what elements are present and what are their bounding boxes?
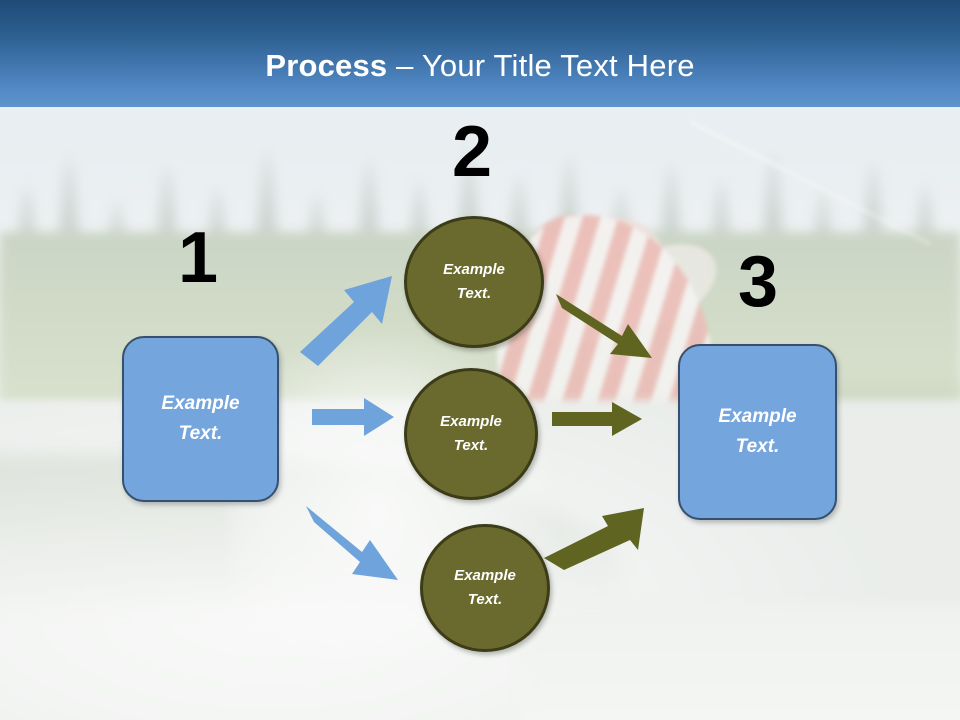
output-box-line-2: Text. — [735, 436, 780, 457]
process-circle-1[interactable]: Example Text. — [404, 216, 544, 348]
process-circle-1-line-2: Text. — [456, 285, 492, 302]
output-box[interactable]: Example Text. — [678, 344, 837, 520]
page-title: Process – Your Title Text Here — [0, 48, 960, 84]
page-title-bold: Process — [265, 48, 388, 83]
step-number-1: 1 — [177, 218, 219, 298]
olive-arrow-middle — [552, 402, 642, 436]
olive-arrow-down — [556, 294, 652, 358]
blue-arrow-middle — [312, 398, 394, 436]
input-box[interactable]: Example Text. — [122, 336, 279, 502]
output-box-line-1: Example — [718, 406, 797, 427]
process-circle-2[interactable]: Example Text. — [404, 368, 538, 500]
title-banner: Process – Your Title Text Here — [0, 0, 960, 107]
process-circle-2-line-1: Example — [440, 413, 502, 430]
step-number-2: 2 — [451, 112, 493, 192]
olive-arrow-up — [544, 508, 644, 570]
blue-arrow-up — [300, 276, 392, 366]
input-box-line-2: Text. — [178, 423, 223, 444]
process-circle-1-line-1: Example — [443, 261, 505, 278]
input-box-line-1: Example — [161, 393, 240, 414]
page-title-rest: – Your Title Text Here — [387, 48, 695, 83]
process-circle-3-line-2: Text. — [467, 591, 503, 608]
step-number-3: 3 — [737, 242, 779, 322]
process-circle-2-line-2: Text. — [453, 437, 489, 454]
process-circle-3[interactable]: Example Text. — [420, 524, 550, 652]
process-circle-3-line-1: Example — [454, 567, 516, 584]
blue-arrow-down — [306, 506, 398, 580]
